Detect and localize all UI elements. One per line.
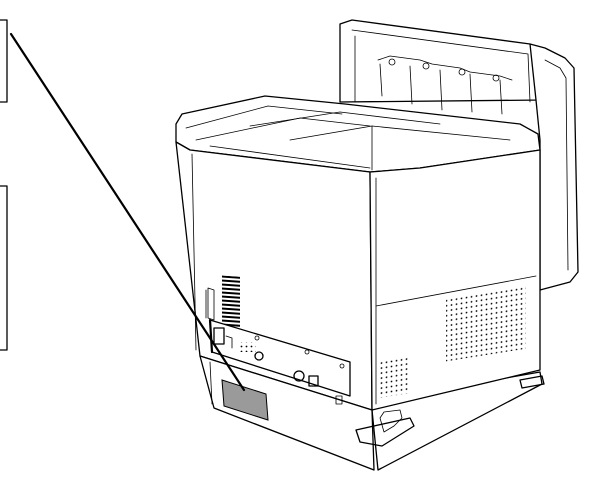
rear-vent-grille: [205, 275, 240, 333]
rating-label-plate: [221, 379, 269, 421]
callout-box-bottom: [0, 185, 8, 351]
base-unit: [199, 355, 543, 471]
right-side-column: [529, 43, 579, 291]
output-tray: [339, 19, 544, 115]
right-side-panel: [355, 149, 541, 447]
callout-box-top: [0, 19, 8, 103]
leader-line: [9, 32, 246, 392]
base-right-edge: [519, 375, 545, 389]
